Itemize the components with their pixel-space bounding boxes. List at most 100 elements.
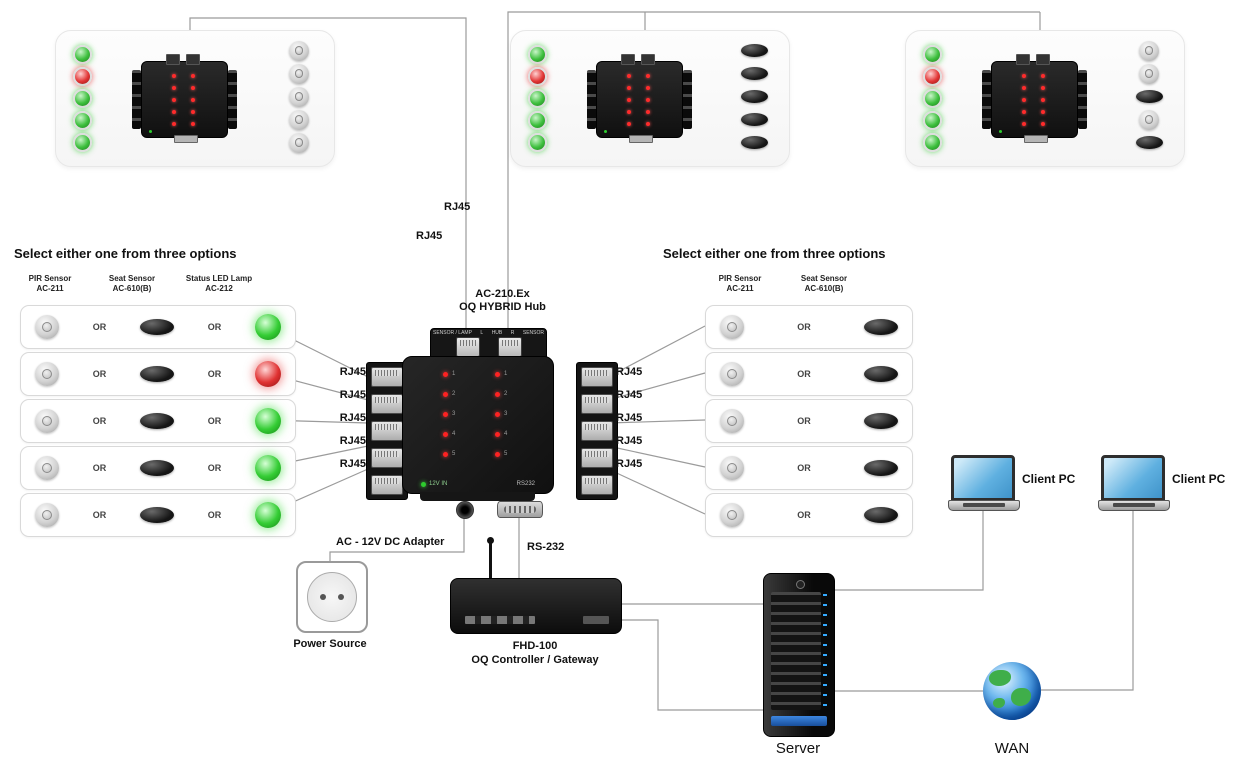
rs232-cable-label: RS-232 [527,541,565,553]
dc-power-jack-icon [456,501,474,519]
sensor-option-row: OR [705,352,913,396]
channel-led-icon [443,371,448,377]
sensor-option-row: OR OR [20,305,296,349]
laptop-base [948,500,1020,511]
sensor-icon [289,63,309,84]
or-label: OR [92,510,107,520]
rj45-cable-label: RJ45 [444,201,471,213]
continent-shape [989,670,1011,686]
pir-sensor-icon [720,362,744,386]
occupancy-led-icon [528,133,547,152]
sensor-option-row: OR [705,399,913,443]
column-model: AC-211 [36,284,64,294]
power-led-icon [604,130,607,133]
rs232-connector-icon [1024,135,1048,143]
channel-led-icon [443,451,448,457]
seat-sensor-icon [864,413,898,429]
channel-number: 5 [504,451,508,457]
hub-port-labels: SENSOR / LAMP L HUB R SENSOR [433,330,544,336]
power-outlet-icon [296,561,368,633]
channel-number: 3 [504,411,508,417]
status-led-lamp-icon [255,408,281,434]
power-led-icon [149,130,152,133]
sensor-icon [1139,63,1159,84]
rj45-port-icon [166,54,180,65]
adapter-label: AC - 12V DC Adapter [336,536,445,548]
sensor-option-row: OR [705,446,913,490]
rj45-port-icon [371,475,403,495]
or-label: OR [92,322,107,332]
column-model: AC-212 [205,284,233,294]
room-panel-3 [905,30,1185,167]
channel-number: 2 [452,391,456,397]
occupancy-led-icon [923,111,942,130]
panel-led-column [73,45,92,152]
column-header-pir: PIR Sensor AC-211 [22,274,78,295]
seat-sensor-icon [140,413,174,429]
hub-status-leds [164,74,202,126]
or-label: OR [207,369,222,379]
server-drive-bay [771,716,827,726]
seat-sensor-icon [864,319,898,335]
status-led-lamp-icon [255,361,281,387]
sensor-icon [289,40,309,61]
or-label: OR [207,510,222,520]
or-label: OR [207,322,222,332]
panel-sensor-column [737,39,771,154]
hub-device-icon [587,54,692,143]
sensor-icon [1139,109,1159,130]
or-label: OR [92,463,107,473]
channel-led-icon [443,391,448,397]
hub-device-icon [132,54,237,143]
rj45-port-icon [641,54,655,65]
rj45-port-icon [186,54,200,65]
pir-sensor-icon [35,409,59,433]
channel-led-icon [443,411,448,417]
rj45-port-icon [1036,54,1050,65]
rs232-connector-icon [497,501,543,518]
room-panel-2 [510,30,790,167]
sensor-option-row: OR [705,305,913,349]
continent-shape [1011,688,1031,706]
wan-label: WAN [994,740,1030,757]
server-icon [763,573,835,737]
controller-subtitle: OQ Controller / Gateway [471,653,599,666]
rj45-port-icon [581,475,613,495]
laptop-icon [948,455,1020,511]
rj45-port-icon [371,394,403,414]
pir-sensor-icon [720,456,744,480]
occupancy-led-icon [923,45,942,64]
power-led-icon [421,481,426,487]
channel-number: 4 [452,431,456,437]
sensor-icon [740,67,768,80]
hub-status-leds [619,74,657,126]
seat-sensor-icon [864,460,898,476]
occupancy-led-icon [528,111,547,130]
channel-number: 3 [452,411,456,417]
sensor-option-row: OR [705,493,913,537]
status-led-lamp-icon [255,455,281,481]
occupancy-led-icon [73,111,92,130]
hub-bottom-plate [420,492,535,501]
sensor-option-row: OR OR [20,399,296,443]
column-header-seat: Seat Sensor AC-610(B) [790,274,858,295]
port-label: L [480,330,484,336]
channel-number: 1 [504,371,508,377]
channel-led-icon [495,431,500,437]
oq-hybrid-hub-device: 1 2 3 4 5 1 2 3 4 5 12V IN RS232 [402,356,554,494]
power-button-icon [796,580,805,589]
or-label: OR [207,416,222,426]
or-label: OR [797,510,811,520]
hub-top-ports: SENSOR / LAMP L HUB R SENSOR [430,328,547,358]
sensor-icon [289,109,309,130]
rj45-cable-label: RJ45 [416,230,443,242]
seat-sensor-icon [864,366,898,382]
sensor-option-row: OR OR [20,446,296,490]
hub-status-leds [1014,74,1052,126]
laptop-icon [1098,455,1170,511]
channel-led-icon [495,411,500,417]
rj45-cable-label: RJ45 [339,412,366,424]
power-source-label: Power Source [293,638,367,650]
hub-model: AC-210.Ex [475,288,530,300]
